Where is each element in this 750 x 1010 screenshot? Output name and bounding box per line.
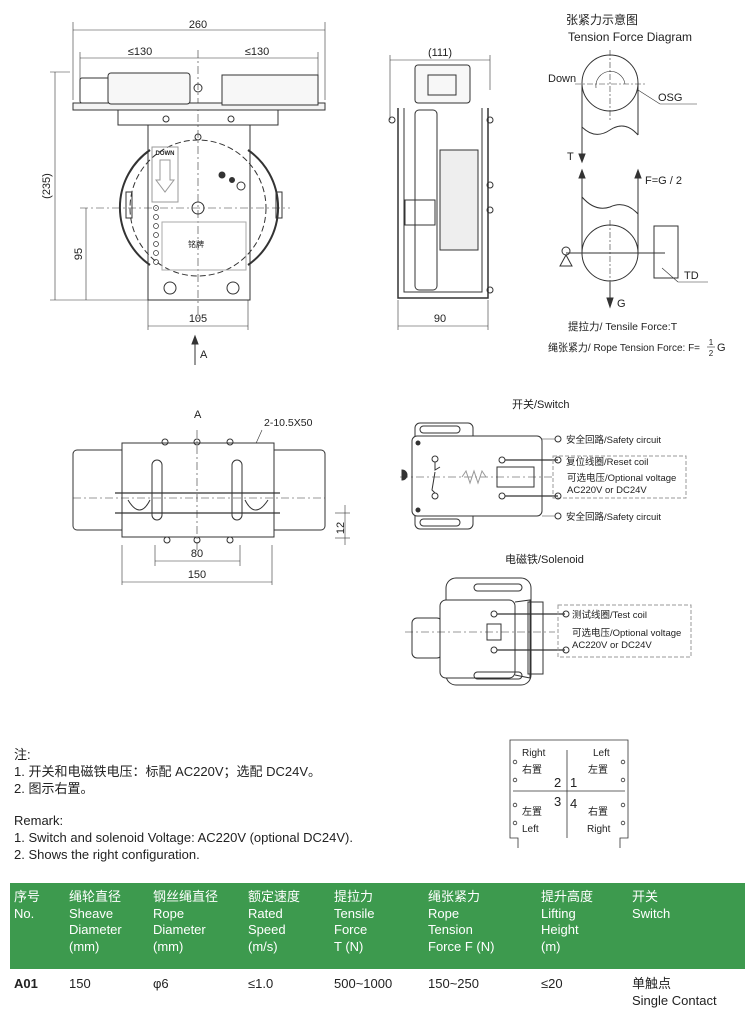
technical-drawing: 260 ≤130 ≤130 (235) 95 105 A DOWN 铭牌 bbox=[41, 12, 726, 848]
pos-tr-en: Left bbox=[593, 748, 610, 759]
dim-111: (111) bbox=[428, 47, 452, 59]
switch-title: 开关/Switch bbox=[512, 397, 569, 411]
notes-en-2: 2. Shows the right configuration. bbox=[14, 847, 200, 862]
rope-tension-legend: 绳张紧力/ Rope Tension Force: F= bbox=[548, 341, 700, 354]
down-label: DOWN bbox=[156, 151, 175, 157]
pos-n1: 1 bbox=[570, 775, 577, 790]
dim-90: 90 bbox=[434, 313, 446, 325]
pos-n2: 2 bbox=[554, 775, 561, 790]
slot-label: 2-10.5X50 bbox=[264, 417, 313, 429]
cell-switch: 单触点 Single Contact bbox=[632, 976, 717, 1008]
cell-tensile-force: 500~1000 bbox=[334, 976, 393, 991]
switch-optional-voltage: 可选电压/Optional voltage bbox=[567, 472, 676, 484]
notes-cn-2: 2. 图示右置。 bbox=[14, 781, 94, 796]
dim-105: 105 bbox=[189, 313, 207, 325]
table-row: A01 150 φ6 ≤1.0 500~1000 150~250 ≤20 单触点… bbox=[10, 969, 745, 1009]
fraction-denominator: 2 bbox=[709, 349, 714, 358]
pos-n3: 3 bbox=[554, 794, 561, 809]
cell-rated-speed: ≤1.0 bbox=[248, 976, 274, 991]
solenoid-title: 电磁铁/Solenoid bbox=[505, 553, 584, 566]
cell-rope-tension: 150~250 bbox=[428, 976, 479, 991]
dim-left-130: ≤130 bbox=[128, 46, 152, 58]
switch-voltage: AC220V or DC24V bbox=[567, 485, 647, 496]
notes-cn-title: 注: bbox=[14, 747, 31, 762]
dim-260: 260 bbox=[189, 19, 207, 31]
cell-rope-diameter: φ6 bbox=[153, 976, 169, 991]
view-a: A 2-10.5X50 12 80 150 bbox=[72, 409, 350, 585]
pos-br-cn: 右置 bbox=[588, 805, 608, 818]
notes: 注: 1. 开关和电磁铁电压：标配 AC220V；选配 DC24V。 2. 图示… bbox=[14, 746, 353, 863]
dim-235: (235) bbox=[41, 173, 53, 199]
td-label: TD bbox=[684, 270, 699, 282]
t-label: T bbox=[567, 151, 574, 163]
dim-12: 12 bbox=[335, 522, 347, 534]
header-lifting-height: 提升高度 Lifting Height (m) bbox=[541, 889, 594, 954]
g-label: G bbox=[617, 298, 626, 310]
cell-lifting-height: ≤20 bbox=[541, 976, 563, 991]
safety-circuit-1: 安全回路/Safety circuit bbox=[566, 434, 661, 446]
pos-n4: 4 bbox=[570, 796, 577, 811]
dim-right-130: ≤130 bbox=[245, 46, 269, 58]
view-a-arrow-label: A bbox=[200, 349, 208, 361]
header-rated-speed: 额定速度 Rated Speed (m/s) bbox=[248, 889, 301, 954]
solenoid-optional-voltage: 可选电压/Optional voltage bbox=[572, 627, 681, 639]
notes-en-1: 1. Switch and solenoid Voltage: AC220V (… bbox=[14, 830, 353, 845]
switch-diagram: 开关/Switch 安全回路/Safety circuit 复位线圈/Reset… bbox=[400, 397, 687, 530]
dim-80: 80 bbox=[191, 548, 203, 560]
side-view: (111) 90 bbox=[388, 47, 494, 330]
cell-sheave-diameter: 150 bbox=[69, 976, 91, 991]
header-tensile-force: 提拉力 Tensile Force T (N) bbox=[334, 889, 375, 954]
header-switch: 开关 Switch bbox=[632, 889, 671, 921]
pos-tr-cn: 左置 bbox=[588, 763, 608, 776]
dim-95: 95 bbox=[73, 248, 85, 260]
header-no: 序号 No. bbox=[14, 889, 41, 921]
table-header: 序号 No. 绳轮直径 Sheave Diameter (mm) 钢丝绳直径 R… bbox=[10, 883, 745, 969]
osg-label: OSG bbox=[658, 92, 682, 104]
tension-force-diagram: 张紧力示意图 Tension Force Diagram Down OSG T … bbox=[548, 12, 726, 358]
cell-no: A01 bbox=[14, 976, 38, 991]
notes-cn-1: 1. 开关和电磁铁电压：标配 AC220V；选配 DC24V。 bbox=[14, 764, 322, 779]
header-sheave-diameter: 绳轮直径 Sheave Diameter (mm) bbox=[69, 889, 122, 954]
f-label: F=G / 2 bbox=[645, 175, 682, 187]
nameplate-label: 铭牌 bbox=[188, 239, 204, 249]
pos-br-en: Right bbox=[587, 824, 611, 835]
header-rope-diameter: 钢丝绳直径 Rope Diameter (mm) bbox=[153, 889, 219, 954]
safety-circuit-2: 安全回路/Safety circuit bbox=[566, 511, 661, 523]
pos-tl-cn: 右置 bbox=[522, 763, 542, 776]
solenoid-diagram: 电磁铁/Solenoid 测试线圈/Test coil 可选电压/Optiona… bbox=[405, 553, 692, 686]
view-a-label: A bbox=[194, 409, 202, 421]
fraction-numerator: 1 bbox=[709, 338, 714, 347]
pos-bl-en: Left bbox=[522, 824, 539, 835]
solenoid-voltage: AC220V or DC24V bbox=[572, 640, 652, 651]
down-direction-label: Down bbox=[548, 73, 576, 85]
dim-150: 150 bbox=[188, 569, 206, 581]
notes-en-title: Remark: bbox=[14, 813, 64, 828]
tension-title-cn: 张紧力示意图 bbox=[566, 12, 638, 27]
header-rope-tension: 绳张紧力 Rope Tension Force F (N) bbox=[428, 889, 495, 954]
pos-bl-cn: 左置 bbox=[522, 805, 542, 818]
tension-title-en: Tension Force Diagram bbox=[568, 30, 692, 44]
reset-coil-label: 复位线圈/Reset coil bbox=[566, 456, 648, 468]
front-view: 260 ≤130 ≤130 (235) 95 105 A DOWN 铭牌 bbox=[41, 19, 326, 365]
pos-tl-en: Right bbox=[522, 748, 546, 759]
fraction-g: G bbox=[717, 342, 726, 354]
spec-table: 序号 No. 绳轮直径 Sheave Diameter (mm) 钢丝绳直径 R… bbox=[10, 883, 745, 1009]
tensile-force-legend: 提拉力/ Tensile Force:T bbox=[568, 320, 678, 333]
test-coil-label: 测试线圈/Test coil bbox=[572, 609, 647, 621]
position-diagram: Right 右置 Left 左置 左置 Left 右置 Right 1 2 3 … bbox=[509, 739, 629, 848]
